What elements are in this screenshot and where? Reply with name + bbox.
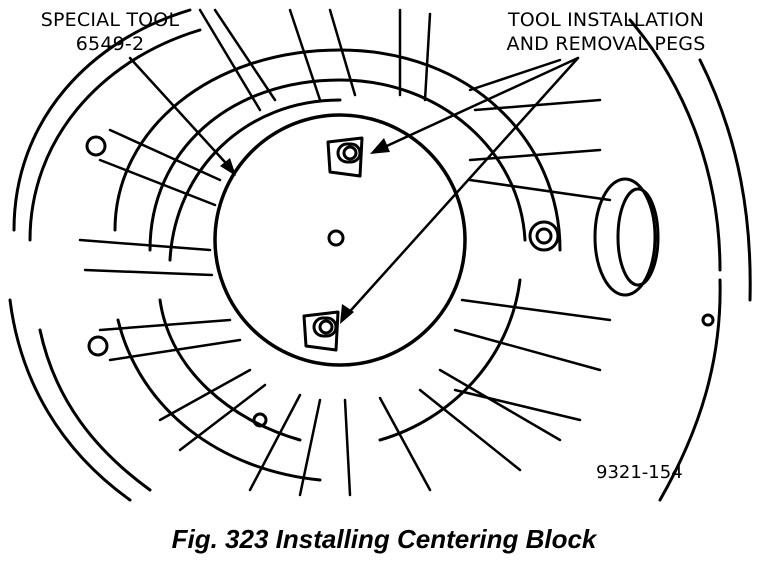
peg-arrowhead-upper [370, 138, 390, 154]
peg-leader-upper [376, 56, 580, 152]
pegs-callout-line2: AND REMOVAL PEGS [506, 33, 706, 55]
figure-reference-number: 9321-154 [596, 462, 683, 483]
pegs-callout-line1: TOOL INSTALLATION [507, 9, 705, 31]
special-tool-leader [128, 56, 236, 174]
special-tool-arrowhead [220, 158, 236, 176]
peg-arrowhead-lower [340, 304, 354, 324]
pegs-callout: TOOL INSTALLATION AND REMOVAL PEGS [476, 8, 736, 56]
special-tool-callout: SPECIAL TOOL 6549-2 [30, 8, 190, 56]
special-tool-callout-line1: SPECIAL TOOL [40, 9, 180, 31]
side-plug [593, 177, 660, 297]
tool-peg-upper [326, 136, 364, 178]
peg-leader-lower [342, 56, 580, 320]
figure-caption: Fig. 323 Installing Centering Block [171, 524, 597, 554]
leader-lines [128, 56, 580, 320]
leader-arrowheads [220, 138, 390, 324]
bore-rings [113, 48, 562, 482]
outer-housing [8, 8, 752, 502]
case-bolt-holes [85, 135, 715, 428]
centering-block-tool [213, 113, 467, 367]
special-tool-callout-line2: 6549-2 [75, 33, 145, 55]
case-ribs [78, 8, 612, 497]
tool-peg-lower [302, 310, 340, 352]
